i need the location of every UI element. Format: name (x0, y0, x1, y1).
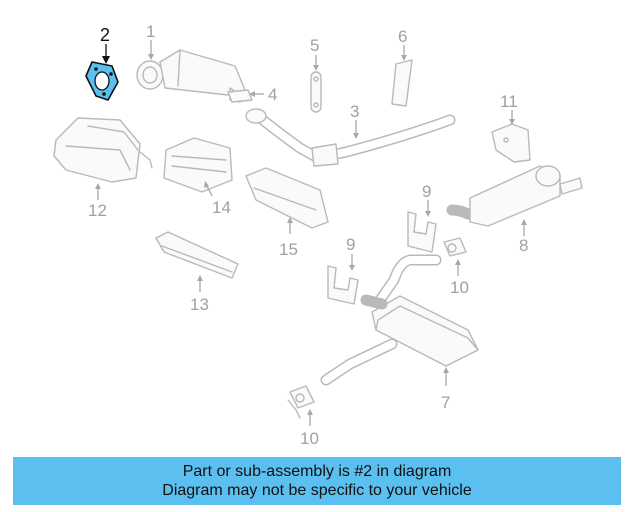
callout-6[interactable]: 6 (398, 27, 407, 46)
part-8-rear-muffler[interactable] (446, 165, 583, 227)
part-13-heat-shield[interactable] (155, 231, 239, 279)
callout-7[interactable]: 7 (441, 393, 450, 412)
part-12-heat-shield[interactable] (53, 117, 153, 183)
callout-13[interactable]: 13 (190, 295, 209, 314)
callout-11[interactable]: 11 (500, 92, 518, 111)
callout-8[interactable]: 8 (519, 236, 528, 255)
part-15-heat-shield[interactable] (245, 167, 329, 229)
callout-12[interactable]: 12 (88, 201, 107, 220)
info-line-part-number: Part or sub-assembly is #2 in diagram (182, 463, 452, 480)
callout-15[interactable]: 15 (279, 240, 298, 259)
exhaust-parts-diagram: 2 1 4 5 6 3 (53, 22, 583, 448)
callout-10-lower[interactable]: 10 (300, 429, 319, 448)
callout-9-upper[interactable]: 9 (422, 182, 431, 201)
part-2-gasket[interactable] (85, 61, 119, 101)
callout-3[interactable]: 3 (350, 102, 359, 121)
part-5-hanger[interactable] (310, 71, 322, 113)
part-9-hanger-lower[interactable] (327, 265, 359, 305)
part-3-front-pipe[interactable] (245, 108, 456, 167)
part-7-center-muffler[interactable] (320, 254, 479, 386)
callout-10-upper[interactable]: 10 (450, 278, 469, 297)
info-banner: Part or sub-assembly is #2 in diagram Di… (13, 457, 621, 505)
callout-5[interactable]: 5 (310, 36, 319, 55)
callout-1[interactable]: 1 (146, 22, 155, 41)
part-14-heat-shield[interactable] (163, 137, 233, 193)
callout-14[interactable]: 14 (212, 198, 231, 217)
part-10-mount-upper[interactable] (443, 237, 467, 257)
part-11-bracket[interactable] (491, 123, 531, 163)
part-4-clamp[interactable] (227, 89, 253, 103)
part-9-hanger-upper[interactable] (407, 211, 437, 253)
part-10-mount-lower[interactable] (287, 385, 315, 419)
callout-9-lower[interactable]: 9 (346, 235, 355, 254)
info-line-disclaimer: Diagram may not be specific to your vehi… (162, 482, 472, 499)
callout-4[interactable]: 4 (268, 85, 277, 104)
callout-2[interactable]: 2 (100, 25, 110, 45)
part-6-bracket[interactable] (391, 59, 413, 107)
